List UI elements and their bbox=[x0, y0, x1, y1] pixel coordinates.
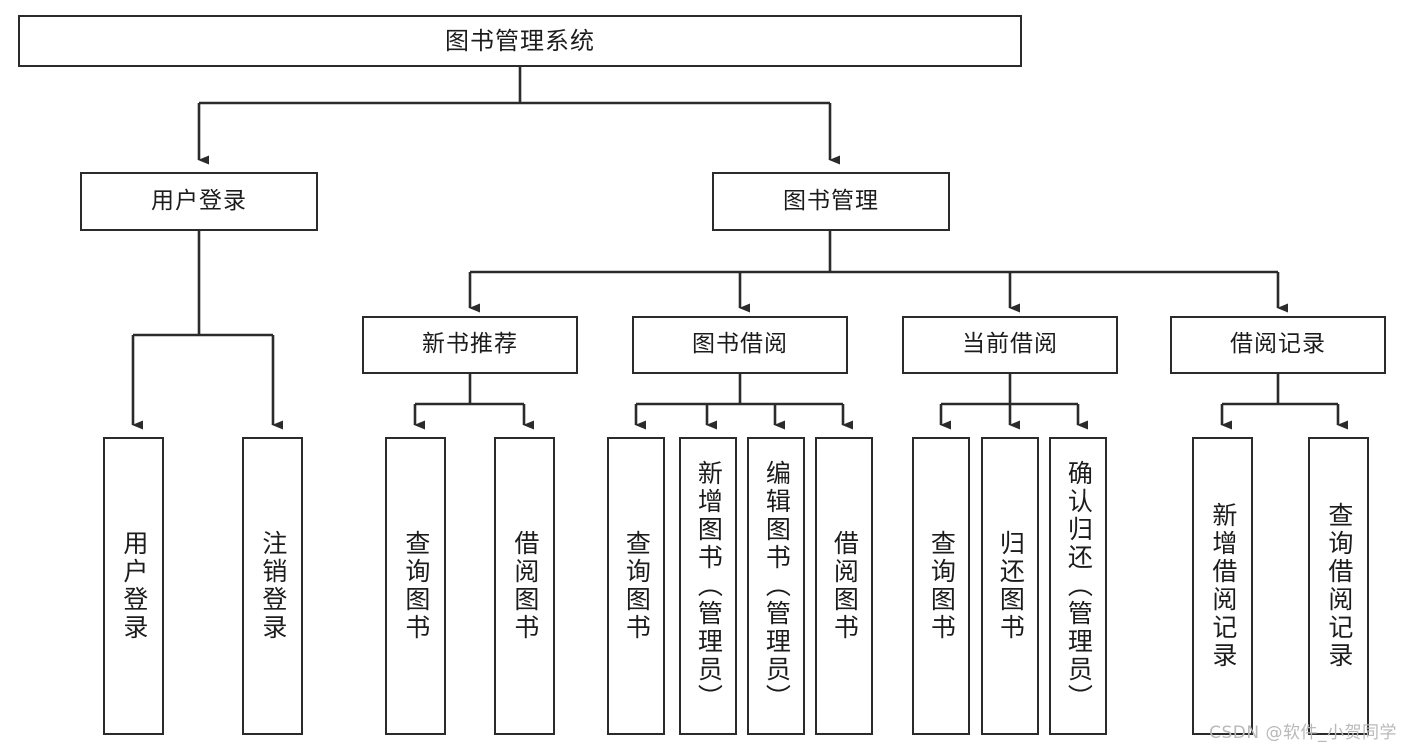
node-label: 图书管理 bbox=[783, 187, 879, 214]
leaf-borrow-book[interactable]: 借阅图书 bbox=[815, 437, 873, 735]
node-book-management[interactable]: 图书管理 bbox=[712, 172, 950, 231]
node-label: 借阅图书 bbox=[830, 530, 860, 642]
node-label: 新增图书（管理员） bbox=[694, 460, 724, 712]
node-label: 当前借阅 bbox=[962, 331, 1058, 358]
node-label: 注销登录 bbox=[258, 530, 288, 642]
node-label: 查询图书 bbox=[401, 530, 431, 642]
node-label: 图书管理系统 bbox=[445, 26, 595, 55]
node-label: 用户登录 bbox=[151, 187, 247, 214]
node-label: 借阅记录 bbox=[1230, 331, 1326, 358]
node-new-book-recommend[interactable]: 新书推荐 bbox=[362, 316, 578, 374]
node-label: 用户登录 bbox=[119, 530, 149, 642]
leaf-query-book-recommend[interactable]: 查询图书 bbox=[385, 437, 446, 735]
node-user-login[interactable]: 用户登录 bbox=[80, 172, 318, 231]
node-label: 新增借阅记录 bbox=[1208, 502, 1238, 670]
node-borrow-records[interactable]: 借阅记录 bbox=[1170, 316, 1386, 374]
leaf-query-book-borrow[interactable]: 查询图书 bbox=[607, 437, 665, 735]
leaf-add-book-admin[interactable]: 新增图书（管理员） bbox=[679, 437, 737, 735]
node-label: 编辑图书（管理员） bbox=[762, 460, 792, 712]
node-label: 新书推荐 bbox=[422, 331, 518, 358]
node-label: 借阅图书 bbox=[510, 530, 540, 642]
node-label: 确认归还（管理员） bbox=[1064, 460, 1094, 712]
leaf-add-borrow-record[interactable]: 新增借阅记录 bbox=[1192, 437, 1253, 735]
leaf-edit-book-admin[interactable]: 编辑图书（管理员） bbox=[747, 437, 805, 735]
leaf-return-book[interactable]: 归还图书 bbox=[981, 437, 1039, 735]
node-label: 查询图书 bbox=[927, 530, 957, 642]
leaf-logout[interactable]: 注销登录 bbox=[242, 437, 303, 735]
node-book-borrow[interactable]: 图书借阅 bbox=[632, 316, 848, 374]
node-current-borrow[interactable]: 当前借阅 bbox=[902, 316, 1118, 374]
node-label: 查询借阅记录 bbox=[1324, 502, 1354, 670]
leaf-query-borrow-record[interactable]: 查询借阅记录 bbox=[1308, 437, 1369, 735]
csdn-watermark: CSDN @软件_小贺同学 bbox=[1209, 723, 1397, 743]
leaf-query-book-current[interactable]: 查询图书 bbox=[912, 437, 970, 735]
node-root-system[interactable]: 图书管理系统 bbox=[18, 15, 1022, 67]
leaf-user-login[interactable]: 用户登录 bbox=[103, 437, 164, 735]
leaf-confirm-return-admin[interactable]: 确认归还（管理员） bbox=[1049, 437, 1107, 735]
node-label: 图书借阅 bbox=[692, 331, 788, 358]
leaf-borrow-book-recommend[interactable]: 借阅图书 bbox=[494, 437, 555, 735]
node-label: 归还图书 bbox=[996, 530, 1026, 642]
node-label: 查询图书 bbox=[622, 530, 652, 642]
